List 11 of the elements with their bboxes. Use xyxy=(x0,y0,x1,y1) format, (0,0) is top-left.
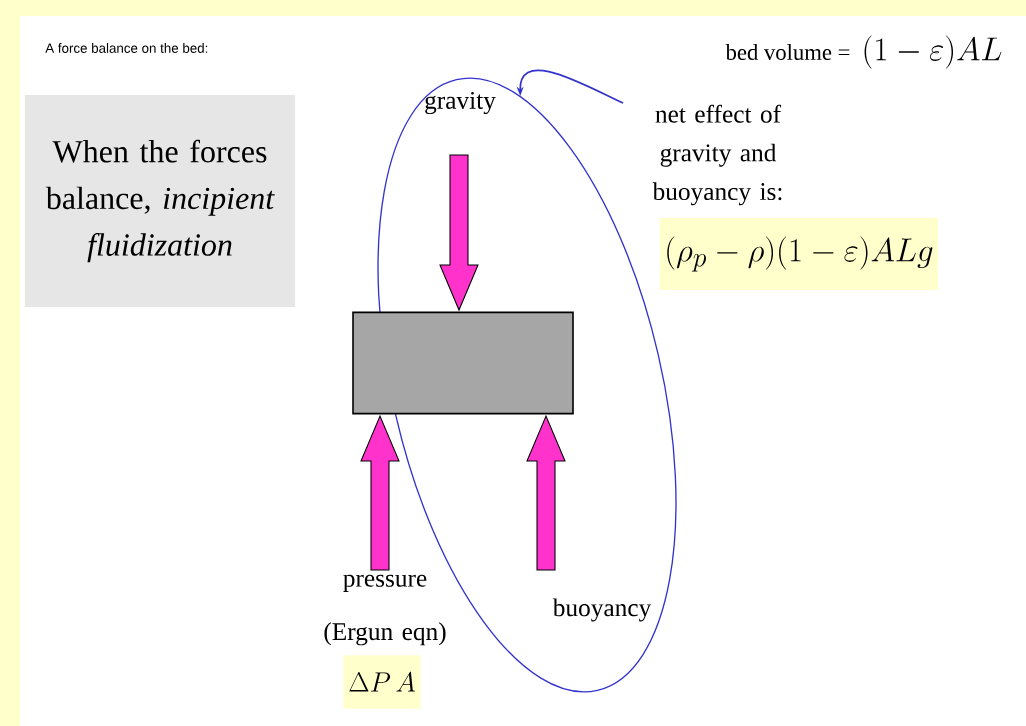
formula-box: $\Delta P\,A$ xyxy=(343,655,421,709)
force-label: gravity xyxy=(425,91,496,115)
annotation-label: $(1-\varepsilon)AL$ xyxy=(864,35,1002,69)
force-label: buoyancy xyxy=(552,598,652,622)
text-box: When the forces balance, incipient fluidization xyxy=(24,95,296,307)
note-text: net effect of gravity and buoyancy is: xyxy=(652,104,782,206)
title: A force balance on the bed: xyxy=(45,43,208,53)
formula-box: $(\rho_p-\rho)(1-\varepsilon)ALg$ xyxy=(659,218,939,290)
bed-box xyxy=(352,311,574,415)
annotation-label: pressure (Ergun eqn) xyxy=(324,574,446,646)
annotation-label: bed volume = xyxy=(725,44,850,60)
